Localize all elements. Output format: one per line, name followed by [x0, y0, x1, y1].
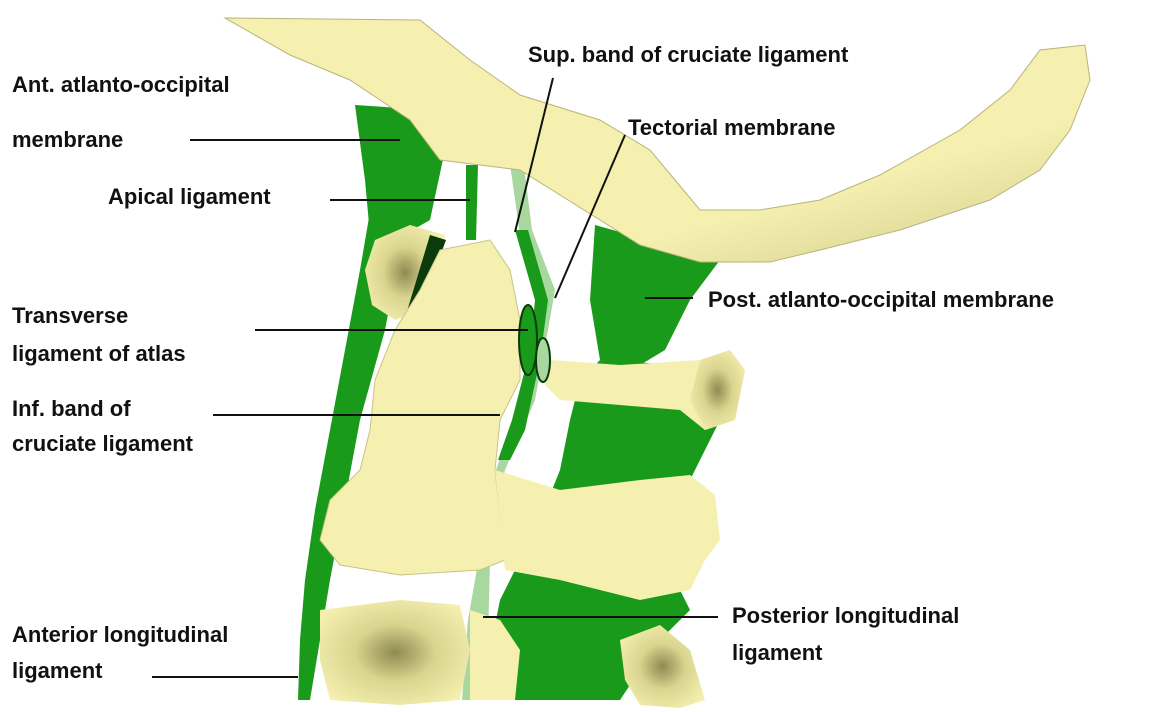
label-post-atlanto-occipital: Post. atlanto-occipital membrane — [708, 287, 1054, 313]
label-ant-atlanto-occipital-line1: Ant. atlanto-occipital — [12, 72, 230, 98]
label-inf-band-line2: cruciate ligament — [12, 431, 193, 457]
transverse-ligament-oval-2 — [536, 338, 550, 382]
label-ant-atlanto-occipital-line2: membrane — [12, 127, 123, 153]
label-posterior-longitudinal-line1: Posterior longitudinal — [732, 603, 959, 629]
label-sup-band: Sup. band of cruciate ligament — [528, 42, 848, 68]
apical-ligament-shape — [466, 165, 478, 240]
label-anterior-longitudinal-line2: ligament — [12, 658, 102, 684]
label-anterior-longitudinal-line1: Anterior longitudinal — [12, 622, 228, 648]
c3-spinous-process — [620, 625, 705, 708]
label-posterior-longitudinal-line2: ligament — [732, 640, 822, 666]
label-tectorial: Tectorial membrane — [628, 115, 835, 141]
label-apical-ligament: Apical ligament — [108, 184, 271, 210]
transverse-ligament-oval-1 — [519, 305, 537, 375]
label-inf-band-line1: Inf. band of — [12, 396, 131, 422]
label-transverse-line1: Transverse — [12, 303, 128, 329]
c3-vertebral-body — [320, 600, 470, 705]
label-transverse-line2: ligament of atlas — [12, 341, 186, 367]
